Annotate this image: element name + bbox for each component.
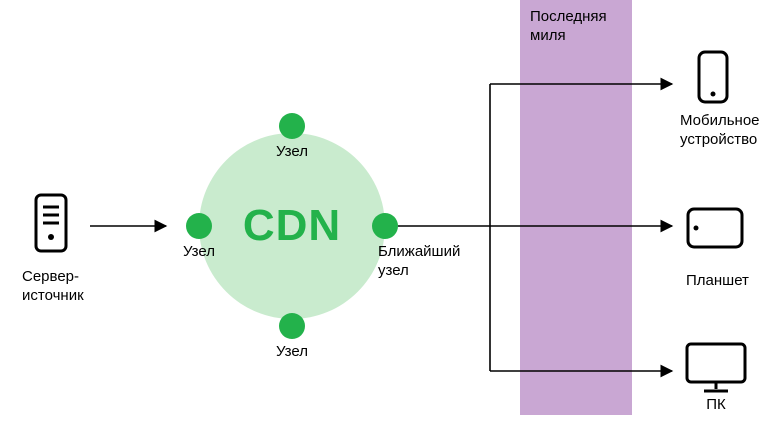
last-mile-band — [520, 0, 632, 415]
server-icon — [32, 192, 70, 259]
node-dot-top — [279, 113, 305, 139]
source-server-label: Сервер- источник — [22, 268, 84, 304]
cdn-label: CDN — [242, 201, 342, 250]
mobile-device-label: Мобильное устройство — [680, 112, 760, 148]
node-dot-nearest — [372, 213, 398, 239]
node-label-top: Узел — [276, 143, 308, 160]
smartphone-icon — [696, 50, 730, 109]
node-label-bottom: Узел — [276, 343, 308, 360]
node-dot-left — [186, 213, 212, 239]
node-dot-bottom — [279, 313, 305, 339]
last-mile-label: Последняя миля — [530, 8, 607, 44]
cdn-circle — [199, 133, 385, 319]
tablet-label: Планшет — [686, 272, 749, 289]
tablet-icon — [686, 207, 744, 254]
nearest-node-label: Ближайший узел — [378, 243, 461, 279]
pc-label: ПК — [706, 396, 726, 413]
node-label-left: Узел — [183, 243, 215, 260]
monitor-icon — [685, 342, 747, 399]
